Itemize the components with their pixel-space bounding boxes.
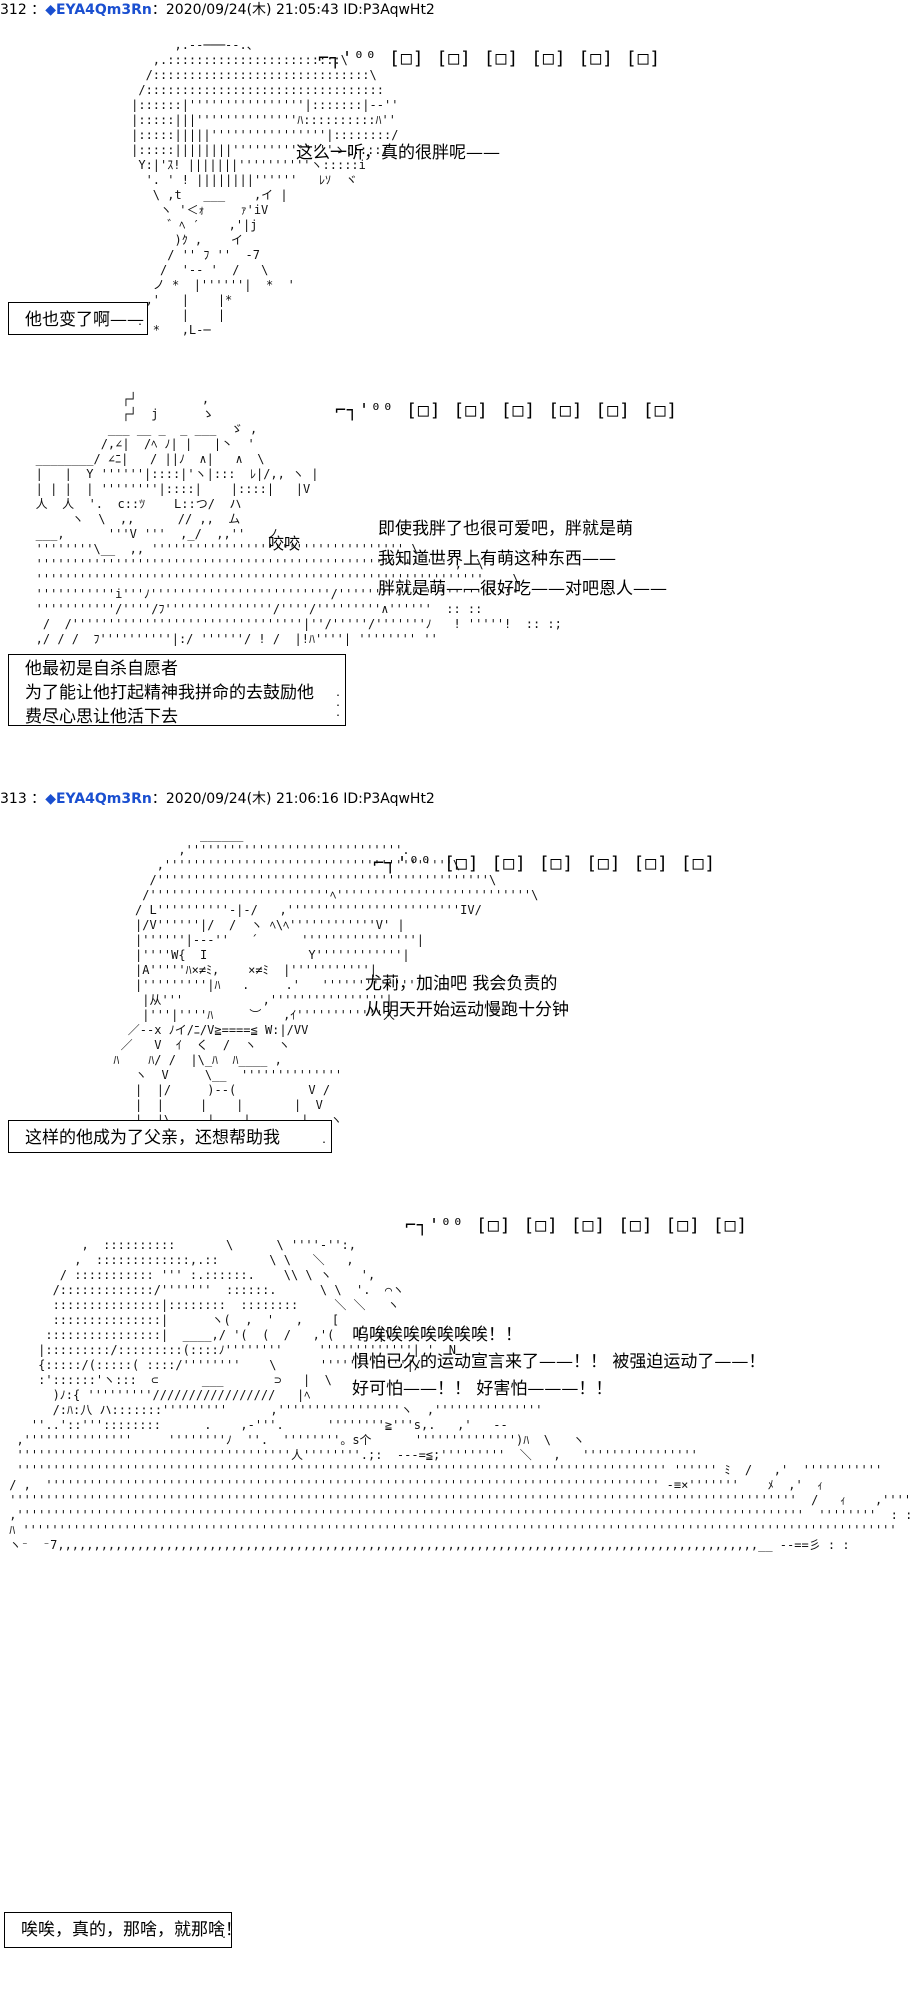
speech-line: 尤莉，加油吧 我会负责的 [365, 974, 558, 994]
post-number: 312 [0, 2, 27, 18]
rattle-sound-effect: ⌐┐'⁰⁰ [□] [□] [□] [□] [□] [□] [405, 1215, 749, 1236]
box-corner-marks: . . . [334, 688, 341, 719]
post-meta: 2020/09/24(木) 21:06:16 ID:P3AqwHt2 [165, 791, 435, 807]
narration-line: 唉唉，真的，那啥，就那啥！ [21, 1920, 242, 1940]
post-meta-separator: ： [151, 2, 166, 18]
box-corner-marks: . [136, 317, 143, 328]
speech-line: 这么一听，真的很胖呢—— [296, 143, 500, 163]
narration-line: 这样的他成为了父亲，还想帮助我 [25, 1128, 280, 1148]
post-header: 312 ：◆EYA4Qm3Rn：2020/09/24(木) 21:05:43 I… [0, 2, 435, 18]
rattle-sound-effect: ⌐┐'⁰⁰ [□] [□] [□] [□] [□] [□] [318, 48, 662, 69]
post-meta: 2020/09/24(木) 21:05:43 ID:P3AqwHt2 [165, 2, 435, 18]
speech-line: 呜唉唉唉唉唉唉唉！！ [352, 1325, 522, 1345]
speech-text: 这么一听，真的很胖呢—— [296, 138, 500, 168]
ascii-art-character: , :::::::::: \ \ ''''-'':, , :::::::::::… [9, 1238, 911, 1552]
speech-line: 即使我胖了也很可爱吧，胖就是萌 [378, 519, 633, 539]
sound-effect-bite: 咬咬 [268, 534, 301, 553]
speech-line: 惧怕已久的运动宣言来了——！！ 被强迫运动了——！ [352, 1352, 766, 1372]
author-trip[interactable]: ◆EYA4Qm3Rn [45, 791, 152, 807]
post-header: 313 ：◆EYA4Qm3Rn：2020/09/24(木) 21:06:16 I… [0, 791, 435, 807]
speech-text: 尤莉，加油吧 我会负责的 从明天开始运动慢跑十分钟 [365, 945, 569, 1023]
author-trip[interactable]: ◆EYA4Qm3Rn [45, 2, 152, 18]
narration-box: 他最初是自杀自愿者 为了能让他打起精神我拼命的去鼓励他 费尽心思让他活下去 . … [8, 654, 346, 727]
rattle-sound-effect: ⌐┐'⁰⁰ [□] [□] [□] [□] [□] [□] [373, 853, 717, 874]
box-corner-marks: . [220, 1930, 227, 1941]
narration-box: 他也变了啊—— . [8, 302, 148, 335]
narration-box: 唉唉，真的，那啥，就那啥！ . [4, 1912, 242, 1948]
speech-line: 胖就是萌——很好吃——对吧恩人—— [378, 579, 667, 599]
post-separator: ： [26, 791, 46, 807]
rattle-sound-effect: ⌐┐'⁰⁰ [□] [□] [□] [□] [□] [□] [335, 400, 679, 421]
ascii-art-character: ┌┘ , ┌┘ j ゝ ___ __ _ _ ___ ゞ , /,∠| /ﾍ ﾉ… [35, 392, 562, 646]
narration-box: 这样的他成为了父亲，还想帮助我 . [8, 1120, 332, 1153]
speech-line: 我知道世界上有萌这种东西—— [378, 549, 616, 569]
speech-line: 从明天开始运动慢跑十分钟 [365, 1000, 569, 1020]
speech-line: 好可怕——！！ 好害怕———！！ [352, 1379, 613, 1399]
narration-line: 他也变了啊—— [25, 310, 144, 330]
narration-line: 他最初是自杀自愿者 [25, 659, 178, 679]
speech-text: 即使我胖了也很可爱吧，胖就是萌 我知道世界上有萌这种东西—— 胖就是萌——很好吃… [378, 484, 667, 604]
post-number: 313 [0, 791, 27, 807]
narration-line: 为了能让他打起精神我拼命的去鼓励他 [25, 683, 314, 703]
ascii-art-character: ,.--───--.、 ,.::::::::::::::::::::::::\ … [131, 38, 399, 337]
speech-text: 呜唉唉唉唉唉唉唉！！ 惧怕已久的运动宣言来了——！！ 被强迫运动了——！ 好可怕… [352, 1295, 765, 1403]
ascii-art-character: ______ ,''''''''''''''''''''''''''''''. … [113, 828, 539, 1127]
post-meta-separator: ： [151, 791, 166, 807]
post-separator: ： [26, 2, 46, 18]
box-corner-marks: . [320, 1135, 327, 1146]
narration-line: 费尽心思让他活下去 [25, 707, 178, 727]
